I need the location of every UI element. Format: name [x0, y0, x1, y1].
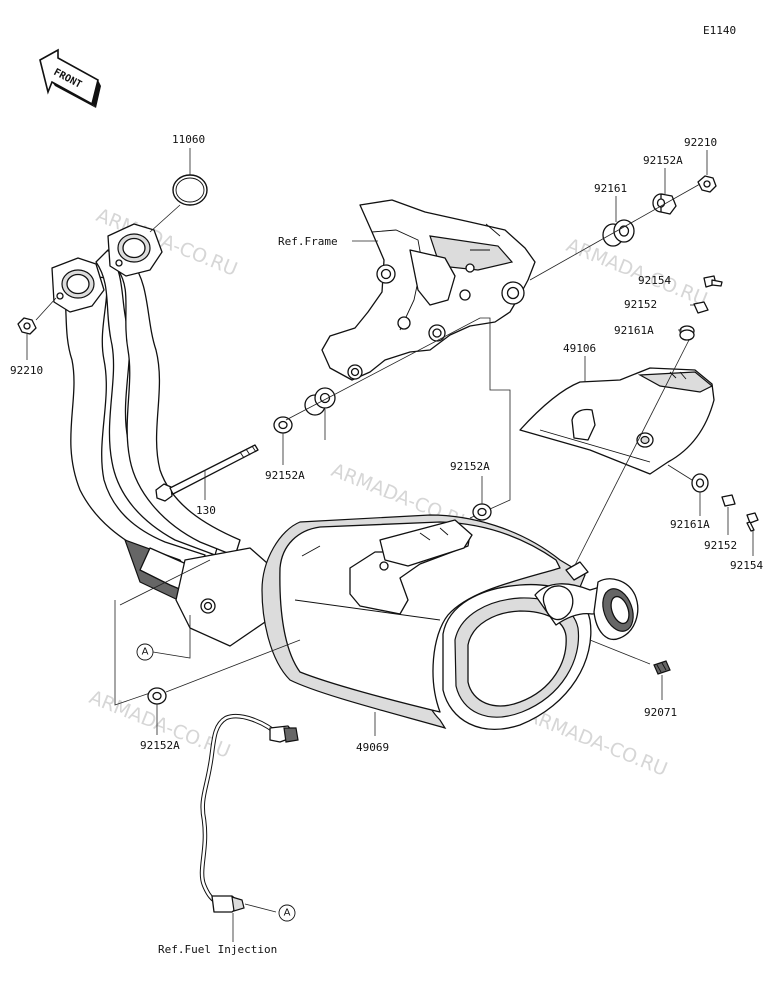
callout-a-lower-letter: A	[284, 908, 291, 919]
part-11060-label: 11060	[172, 133, 205, 146]
part-92210-left-label: 92210	[10, 364, 43, 377]
part-92154-right-label: 92154	[638, 274, 671, 287]
nut-right-icon	[697, 175, 717, 193]
part-92152-right-label: 92152	[624, 298, 657, 311]
part-92161-right-label: 92161	[594, 182, 627, 195]
bolt-low-icon	[746, 512, 759, 532]
part-92152A-bottom-label: 92152A	[140, 739, 180, 752]
part-130-label: 130	[196, 504, 216, 517]
part-92210-right-label: 92210	[684, 136, 717, 149]
heat-cover	[519, 367, 715, 475]
collar-mid-icon	[472, 503, 492, 521]
header-flange-right	[107, 223, 163, 277]
ref-frame-label: Ref.Frame	[278, 235, 338, 248]
callout-a-upper: A	[136, 643, 154, 661]
header-flange-left	[51, 257, 105, 313]
part-49069-label: 49069	[356, 741, 389, 754]
collar-right2-icon	[693, 301, 709, 314]
ref-fuel-injection-label: Ref.Fuel Injection	[158, 943, 277, 956]
damper-mid-icon	[304, 387, 336, 416]
part-92152A-right-label: 92152A	[643, 154, 683, 167]
part-92161A-low-label: 92161A	[670, 518, 710, 531]
clamp-icon	[653, 660, 671, 675]
part-92071-label: 92071	[644, 706, 677, 719]
muffler	[261, 514, 639, 730]
part-49106-label: 49106	[563, 342, 596, 355]
damper-low-icon	[691, 473, 709, 493]
collar-low-icon	[721, 494, 736, 507]
callout-a-lower: A	[278, 904, 296, 922]
damper-right2-icon	[679, 325, 695, 341]
nut-left-icon	[17, 317, 37, 335]
oxygen-sensor	[199, 714, 299, 913]
collar-right-icon	[652, 193, 677, 215]
collar-bottom-icon	[147, 687, 167, 705]
frame-bracket	[321, 199, 536, 381]
part-92161A-right-label: 92161A	[614, 324, 654, 337]
gasket-ring	[172, 174, 208, 206]
header-pipe	[59, 249, 276, 647]
long-bolt-icon	[155, 444, 259, 502]
diagram-code: E1140	[703, 24, 736, 37]
part-92152-low-label: 92152	[704, 539, 737, 552]
part-92152A-left-label: 92152A	[265, 469, 305, 482]
collar-left-icon	[273, 416, 293, 434]
part-92154-low-label: 92154	[730, 559, 763, 572]
damper-right-icon	[602, 219, 635, 247]
callout-a-upper-letter: A	[142, 647, 149, 658]
part-92152A-mid-label: 92152A	[450, 460, 490, 473]
bolt-right-icon	[703, 275, 723, 288]
front-arrow-icon: FRONT	[39, 48, 101, 108]
